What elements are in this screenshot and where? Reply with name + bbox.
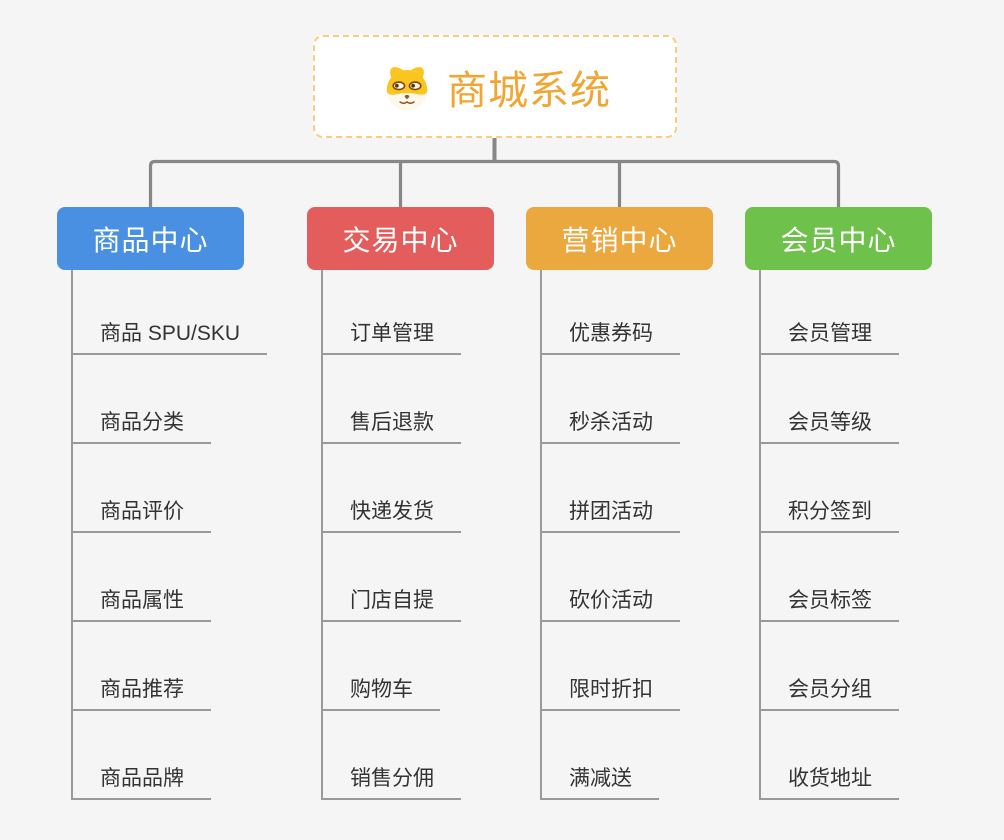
leaf-node-label: 限时折扣	[569, 678, 653, 701]
leaf-node-label: 商品评价	[100, 500, 184, 523]
leaf-node[interactable]: 会员分组	[759, 671, 899, 711]
leaf-node[interactable]: 购物车	[321, 671, 440, 711]
root-node[interactable]: 商城系统	[313, 35, 677, 138]
branch-node-label: 营销中心	[561, 224, 678, 256]
leaf-node[interactable]: 限时折扣	[540, 671, 680, 711]
leaf-node[interactable]: 订单管理	[321, 315, 461, 355]
leaf-node[interactable]: 销售分佣	[321, 760, 461, 800]
branch-node[interactable]: 商品中心	[57, 207, 244, 270]
branch-node[interactable]: 会员中心	[745, 207, 932, 270]
leaf-node[interactable]: 秒杀活动	[540, 404, 680, 444]
branch-column-1: 商品中心商品 SPU/SKU 商品分类商品评价商品属性商品推荐商品品牌	[57, 207, 317, 807]
leaf-node-label: 商品分类	[100, 411, 184, 434]
leaf-node-label: 商品 SPU/SKU	[100, 322, 241, 345]
branch-column-3: 营销中心优惠券码秒杀活动拼团活动砍价活动限时折扣满减送	[526, 207, 786, 807]
leaf-node[interactable]: 门店自提	[321, 582, 461, 622]
leaf-node-label: 售后退款	[350, 411, 434, 434]
leaf-node[interactable]: 商品评价	[71, 493, 211, 533]
leaf-node[interactable]: 会员标签	[759, 582, 899, 622]
branch-node-label: 交易中心	[342, 224, 459, 256]
leaf-node[interactable]: 商品品牌	[71, 760, 211, 800]
leaf-node[interactable]: 收货地址	[759, 760, 899, 800]
branch-column-4: 会员中心会员管理会员等级积分签到会员标签会员分组收货地址	[745, 207, 1004, 807]
leaf-node[interactable]: 优惠券码	[540, 315, 680, 355]
leaf-node[interactable]: 会员等级	[759, 404, 899, 444]
leaf-node[interactable]: 积分签到	[759, 493, 899, 533]
leaf-node-label: 砍价活动	[569, 589, 653, 612]
leaf-node-label: 会员分组	[788, 678, 872, 701]
leaf-node[interactable]: 会员管理	[759, 315, 899, 355]
leaf-node-label: 会员等级	[788, 411, 872, 434]
leaf-node-label: 满减送	[569, 767, 632, 790]
leaf-node[interactable]: 拼团活动	[540, 493, 680, 533]
branch-trunk-line	[759, 270, 761, 800]
leaf-node-label: 会员标签	[788, 589, 872, 612]
leaf-node-label: 积分签到	[788, 500, 872, 523]
leaf-node-label: 商品推荐	[100, 678, 184, 701]
leaf-node[interactable]: 快递发货	[321, 493, 461, 533]
leaf-node-label: 秒杀活动	[569, 411, 653, 434]
leaf-node-label: 商品品牌	[100, 767, 184, 790]
leaf-node-label: 门店自提	[350, 589, 434, 612]
leaf-node-label: 商品属性	[100, 589, 184, 612]
leaf-node[interactable]: 商品推荐	[71, 671, 211, 711]
branch-bracket-line	[148, 159, 841, 207]
leaf-node[interactable]: 售后退款	[321, 404, 461, 444]
leaf-node[interactable]: 商品 SPU/SKU	[71, 315, 268, 355]
leaf-node-label: 拼团活动	[569, 500, 653, 523]
shiba-dog-icon	[386, 66, 428, 111]
branch-column-2: 交易中心订单管理售后退款快递发货门店自提购物车销售分佣	[307, 207, 567, 807]
leaf-node-label: 购物车	[350, 678, 413, 701]
branch-node-label: 会员中心	[780, 224, 897, 256]
leaf-node-label: 会员管理	[788, 322, 872, 345]
branch-node[interactable]: 交易中心	[307, 207, 494, 270]
branch-node[interactable]: 营销中心	[526, 207, 713, 270]
leaf-node-label: 收货地址	[788, 767, 872, 790]
branch-trunk-line	[71, 270, 73, 800]
leaf-node[interactable]: 商品属性	[71, 582, 211, 622]
branch-trunk-line	[540, 270, 542, 800]
root-node-label: 商城系统	[447, 68, 611, 113]
leaf-node[interactable]: 满减送	[540, 760, 659, 800]
leaf-node-label: 订单管理	[350, 322, 434, 345]
leaf-node-label: 销售分佣	[350, 767, 434, 790]
leaf-node[interactable]: 砍价活动	[540, 582, 680, 622]
branch-node-label: 商品中心	[92, 224, 209, 256]
leaf-node-label: 优惠券码	[569, 322, 653, 345]
leaf-node[interactable]: 商品分类	[71, 404, 211, 444]
leaf-node-label: 快递发货	[350, 500, 434, 523]
branch-trunk-line	[321, 270, 323, 800]
